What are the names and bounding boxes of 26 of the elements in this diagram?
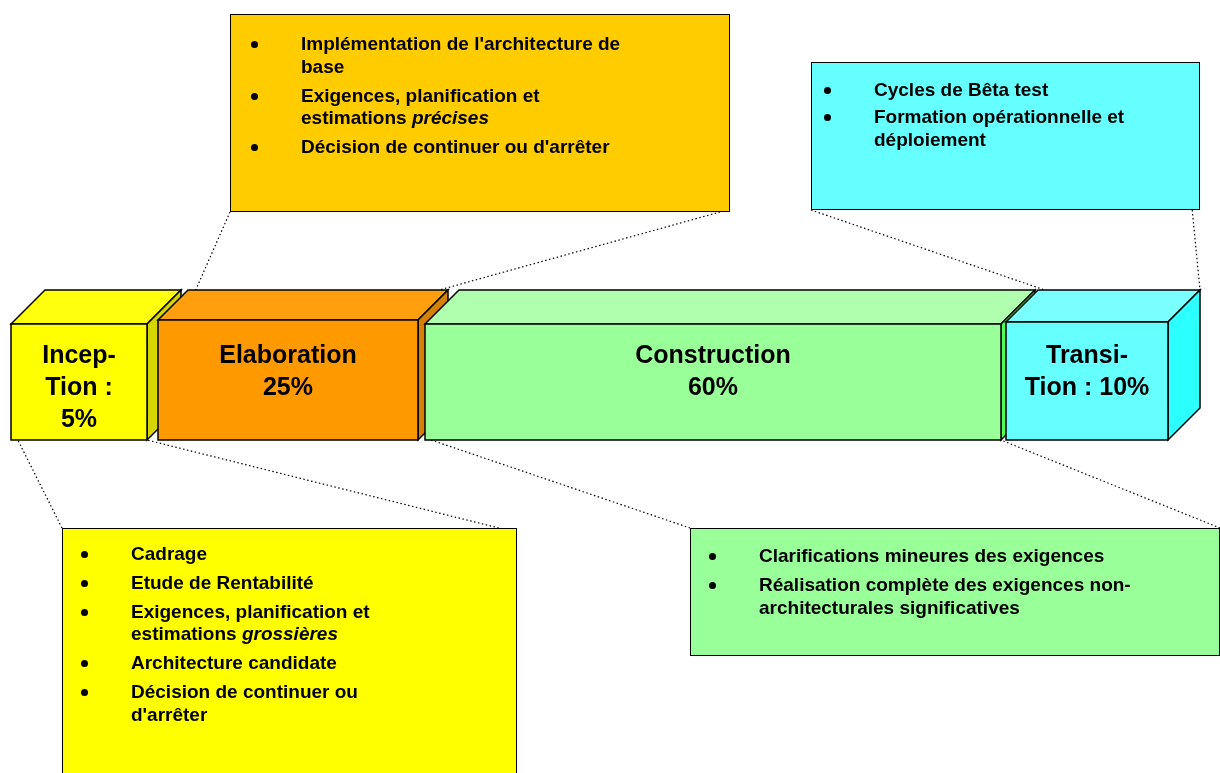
leader-line — [146, 439, 500, 529]
phase-label: Transi- Tion : 10% — [1023, 339, 1151, 402]
phase-label: 5% — [60, 403, 98, 434]
bullet-text: Réalisation complète des exigences non-architecturales significatives — [759, 573, 1132, 620]
bullet-text: Cycles de Bêta test — [874, 79, 1050, 102]
bullet-text: Implémentation de l'architecture de base — [301, 33, 622, 79]
phase-label: 60% — [687, 371, 738, 402]
callout-box — [690, 528, 1220, 656]
callout-box — [62, 528, 517, 773]
leader-line — [1000, 439, 1220, 529]
phase-label: Elaboration — [219, 339, 357, 370]
bullet-text: Décision de continuer ou d'arrêter — [131, 681, 359, 727]
callout-box — [230, 14, 730, 212]
bullet-text: Formation opérationnelle et déploiement — [874, 105, 1126, 152]
bullet-text: Clarifications mineures des exigences — [759, 545, 1106, 568]
callout-box — [811, 62, 1200, 210]
phase-label: Construction — [635, 339, 791, 370]
bullet-text: Exigences, planification et estimations précises — [301, 84, 541, 131]
phase-label: 25% — [262, 371, 313, 402]
bullet-text: Etude de Rentabilité — [131, 571, 315, 595]
bullet-text: Cadrage — [131, 543, 209, 566]
bullet-text: Décision de continuer ou d'arrêter — [301, 136, 611, 159]
leader-line — [17, 439, 63, 529]
bullet-text: Exigences, planification et estimations grossières — [131, 600, 371, 647]
phase-label: Incep- Tion : — [41, 339, 117, 402]
bullet-text: Architecture candidate — [131, 652, 338, 675]
